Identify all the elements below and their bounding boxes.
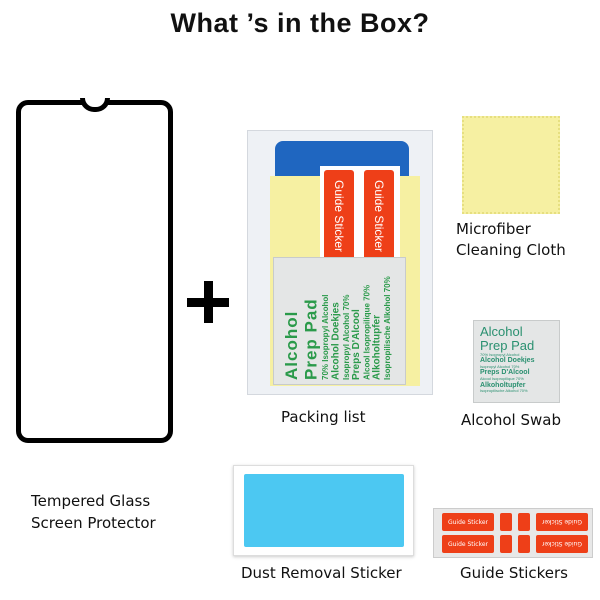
pad-text: Alcool Isopropilique 70% xyxy=(362,284,372,380)
swab-title-1: Alcohol xyxy=(480,324,523,339)
guide-stickers-image: Guide Sticker Guide Sticker Guide Sticke… xyxy=(433,508,593,558)
swab-text: Isopropilische Alkohol 70% xyxy=(480,388,528,394)
guide-sticker-tab xyxy=(500,513,512,531)
swab-text: 70% Isopropyl Alcohol xyxy=(480,352,520,357)
guide-sticker: Guide Sticker xyxy=(364,170,394,262)
pad-text: Preps D'Alcool xyxy=(350,309,362,380)
guide-sticker: Guide Sticker xyxy=(536,535,588,553)
alcohol-swab-label: Alcohol Swab xyxy=(461,411,561,429)
guide-stickers-label: Guide Stickers xyxy=(460,564,568,582)
microfiber-cloth-image xyxy=(462,116,560,214)
swab-text: Alkoholtupfer xyxy=(480,381,526,389)
guide-sticker: Guide Sticker xyxy=(536,513,588,531)
pad-title-2: Prep Pad xyxy=(301,298,321,380)
packing-guide-stickers: Guide Sticker Guide Sticker xyxy=(320,166,400,266)
dust-sticker-blue xyxy=(244,474,404,547)
swab-title-2: Prep Pad xyxy=(480,338,535,353)
guide-sticker: Guide Sticker xyxy=(442,535,494,553)
packing-list-image: Guide Sticker Guide Sticker Alcohol Prep… xyxy=(247,130,433,395)
dust-sticker-label: Dust Removal Sticker xyxy=(241,564,402,582)
microfiber-label-1: Microfiber xyxy=(456,220,531,238)
plus-icon-vertical xyxy=(204,281,213,323)
alcohol-swab-image: Alcohol Prep Pad 70% Isopropyl Alcohol A… xyxy=(473,320,560,403)
screen-protector-outline xyxy=(16,100,173,443)
swab-text: Preps D'Alcool xyxy=(480,369,530,377)
packing-list-label: Packing list xyxy=(281,408,366,426)
pad-text: Isopropyl Alcohol 70% xyxy=(341,294,351,381)
screen-protector-notch xyxy=(80,98,110,112)
pad-text: 70% Isopropyl Alcohol xyxy=(321,294,331,381)
guide-sticker-tab xyxy=(500,535,512,553)
guide-sticker-tab xyxy=(518,535,530,553)
packing-alcohol-pad: Alcohol Prep Pad 70% Isopropyl Alcohol A… xyxy=(273,257,406,385)
pad-title-1: Alcohol xyxy=(282,310,301,380)
swab-text: Alcool Isopropilique 70% xyxy=(480,376,524,382)
guide-sticker: Guide Sticker xyxy=(324,170,354,262)
screen-protector-label-2: Screen Protector xyxy=(31,514,156,532)
screen-protector-label-1: Tempered Glass xyxy=(31,492,151,510)
swab-text: Alcohol Doekjes xyxy=(480,357,535,365)
pad-text: Alkoholtupfer xyxy=(371,315,383,380)
pad-text: Alcohol Doekjes xyxy=(330,302,342,380)
guide-sticker-tab xyxy=(518,513,530,531)
swab-text: Isopropyl Alcohol 70% xyxy=(480,364,520,370)
dust-removal-sticker-image xyxy=(233,465,414,556)
guide-sticker: Guide Sticker xyxy=(442,513,494,531)
pad-text: Isopropilische Alkohol 70% xyxy=(383,276,393,380)
microfiber-label-2: Cleaning Cloth xyxy=(456,241,566,259)
page-title: What ’s in the Box? xyxy=(170,8,430,38)
